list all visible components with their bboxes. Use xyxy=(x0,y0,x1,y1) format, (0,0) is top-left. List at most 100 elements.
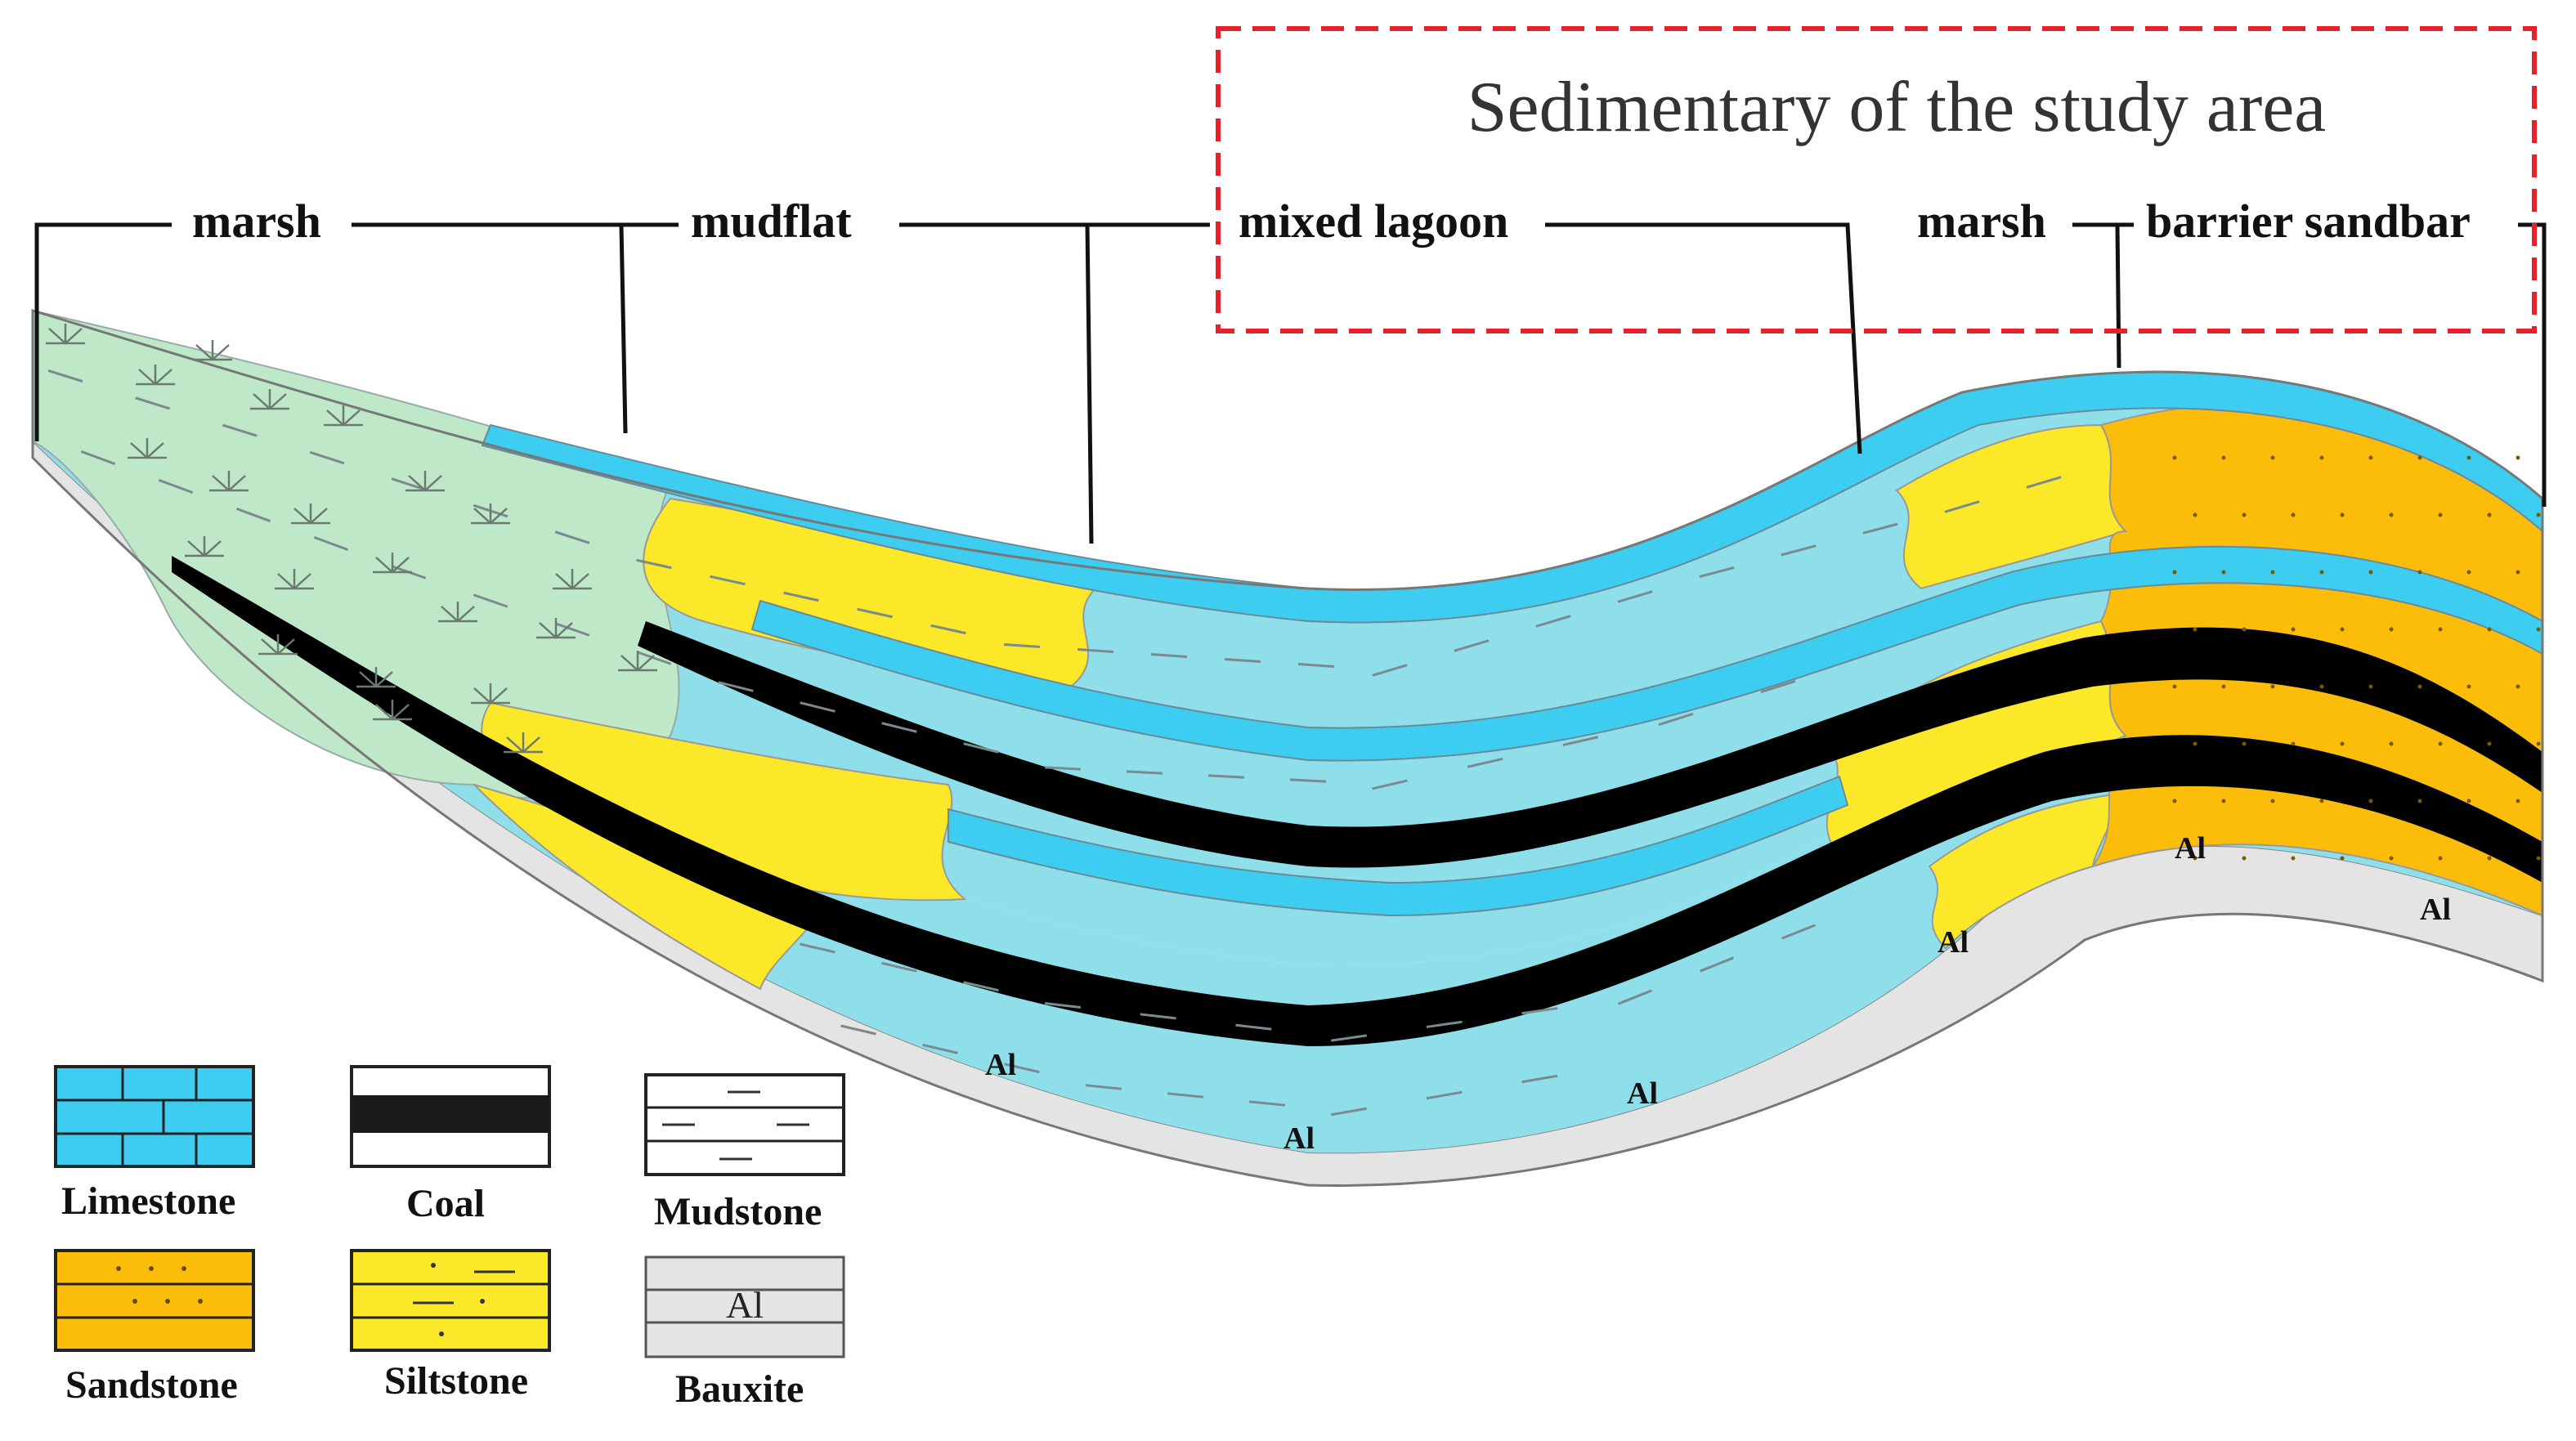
sand-dot xyxy=(2193,741,2197,746)
mudstone-dash-ornament xyxy=(47,369,2062,1117)
legend-swatch-bauxite: Al xyxy=(644,1255,845,1358)
sand-dot xyxy=(2242,512,2247,517)
highlight-box xyxy=(1216,26,2537,333)
sand-dot xyxy=(2319,570,2324,575)
marsh-plant-symbol xyxy=(324,405,363,427)
mudstone-dash xyxy=(840,1024,876,1036)
mudstone-dash xyxy=(1760,679,1796,694)
legend-swatch-siltstone xyxy=(350,1249,551,1352)
marsh-plant-symbol xyxy=(356,667,396,688)
env-label-marsh: marsh xyxy=(192,195,321,248)
mudstone-dash xyxy=(1044,1002,1082,1009)
marsh-plant-symbol xyxy=(373,553,412,574)
marsh-plant-symbol xyxy=(536,618,576,639)
mudstone-dash xyxy=(881,722,917,733)
sand-dot xyxy=(2438,512,2443,517)
mudstone-dash xyxy=(710,575,746,586)
mudstone-dash xyxy=(857,607,893,619)
legend-label-bauxite: Bauxite xyxy=(675,1367,804,1411)
sand-dot xyxy=(2172,684,2177,689)
sand-dot xyxy=(2319,799,2324,803)
mudstone-dash xyxy=(922,1043,958,1054)
sand-dot xyxy=(2193,856,2197,861)
sand-dot xyxy=(2193,627,2197,632)
upper-mudstone-layer xyxy=(33,311,2542,965)
mudstone-dash xyxy=(963,981,999,992)
sand-dot xyxy=(2389,856,2394,861)
sand-dot xyxy=(2291,741,2296,746)
legend-label-sandstone: Sandstone xyxy=(65,1363,238,1407)
sand-dot xyxy=(2417,570,2422,575)
mudstone-dash xyxy=(80,450,116,466)
sand-dot xyxy=(2221,455,2226,460)
sand-dot xyxy=(2487,512,2492,517)
bauxite-al-label: Al xyxy=(1627,1076,1658,1111)
sand-dot xyxy=(2368,455,2373,460)
sand-dot xyxy=(2438,627,2443,632)
mudstone-dash xyxy=(1235,1023,1272,1031)
mudstone-dash xyxy=(1140,1013,1176,1020)
mudstone-dash xyxy=(718,681,754,692)
mudstone-dash xyxy=(235,507,271,523)
mudstone-dash xyxy=(1426,1090,1463,1100)
sand-dot xyxy=(2242,741,2247,746)
marsh-plant-symbol xyxy=(128,438,167,459)
svg-text:Al: Al xyxy=(726,1284,764,1326)
sand-dot xyxy=(2319,455,2324,460)
mudstone-dash xyxy=(1167,1092,1204,1099)
sand-dot xyxy=(2389,741,2394,746)
marsh-plant-symbol xyxy=(373,700,412,721)
legend: Limestone Coal Mudstone xyxy=(54,1065,845,1411)
mudstone-dash xyxy=(636,651,672,665)
mudstone-dash xyxy=(1454,639,1490,652)
env-label-mixed-lagoon: mixed lagoon xyxy=(1239,195,1508,248)
marsh-plant-symbol xyxy=(185,536,224,557)
marsh-plant-symbol xyxy=(291,503,330,525)
marsh-plant-symbol xyxy=(438,602,477,623)
mudstone-dash xyxy=(1224,658,1261,663)
marsh-plant-symbol xyxy=(471,683,510,705)
sand-dot xyxy=(2536,512,2541,517)
sand-dot xyxy=(2536,627,2541,632)
mudstone-dash xyxy=(1207,774,1245,779)
sand-dot xyxy=(2516,455,2520,460)
mudstone-dash xyxy=(1004,1063,1040,1074)
sand-dot xyxy=(2389,512,2394,517)
sand-dot xyxy=(2417,684,2422,689)
sand-dot xyxy=(2193,512,2197,517)
mudstone-dash xyxy=(135,396,171,410)
mudstone-dash xyxy=(1126,770,1163,775)
sand-dot xyxy=(2172,570,2177,575)
mudstone-dash xyxy=(963,742,999,754)
sand-dot xyxy=(2487,856,2492,861)
sand-dot xyxy=(2466,455,2471,460)
mudstone-dash xyxy=(1372,664,1408,677)
marsh-plant-symbol xyxy=(504,732,543,754)
bauxite-al-label: Al xyxy=(1938,925,1969,960)
marsh-plant-symbol xyxy=(275,569,314,590)
sand-dot xyxy=(2368,799,2373,803)
sand-dot xyxy=(2270,455,2275,460)
mudstone-dash xyxy=(1297,663,1335,668)
mudstone-dash xyxy=(1700,956,1734,973)
sand-dot xyxy=(2389,627,2394,632)
sand-dot xyxy=(2270,799,2275,803)
bauxite-al-label: Al xyxy=(1284,1121,1315,1156)
sand-dot xyxy=(2340,512,2345,517)
sand-dot xyxy=(2417,455,2422,460)
env-label-barrier-sandbar: barrier sandbar xyxy=(2146,195,2471,248)
sand-dot xyxy=(2487,627,2492,632)
mudstone-dash xyxy=(313,535,349,552)
mudstone-dash xyxy=(1467,757,1503,768)
mudstone-dash xyxy=(881,961,917,973)
mudstone-dash xyxy=(1077,648,1114,653)
environment-brackets xyxy=(34,222,2547,544)
section-outline xyxy=(31,308,2544,1187)
env-label-mudflat: mudflat xyxy=(691,195,852,248)
mudstone-dash xyxy=(222,423,258,437)
sand-dot xyxy=(2368,684,2373,689)
coal-bed-upper xyxy=(638,621,2542,868)
legend-swatch-sandstone xyxy=(54,1249,255,1352)
sand-dot xyxy=(2536,741,2541,746)
